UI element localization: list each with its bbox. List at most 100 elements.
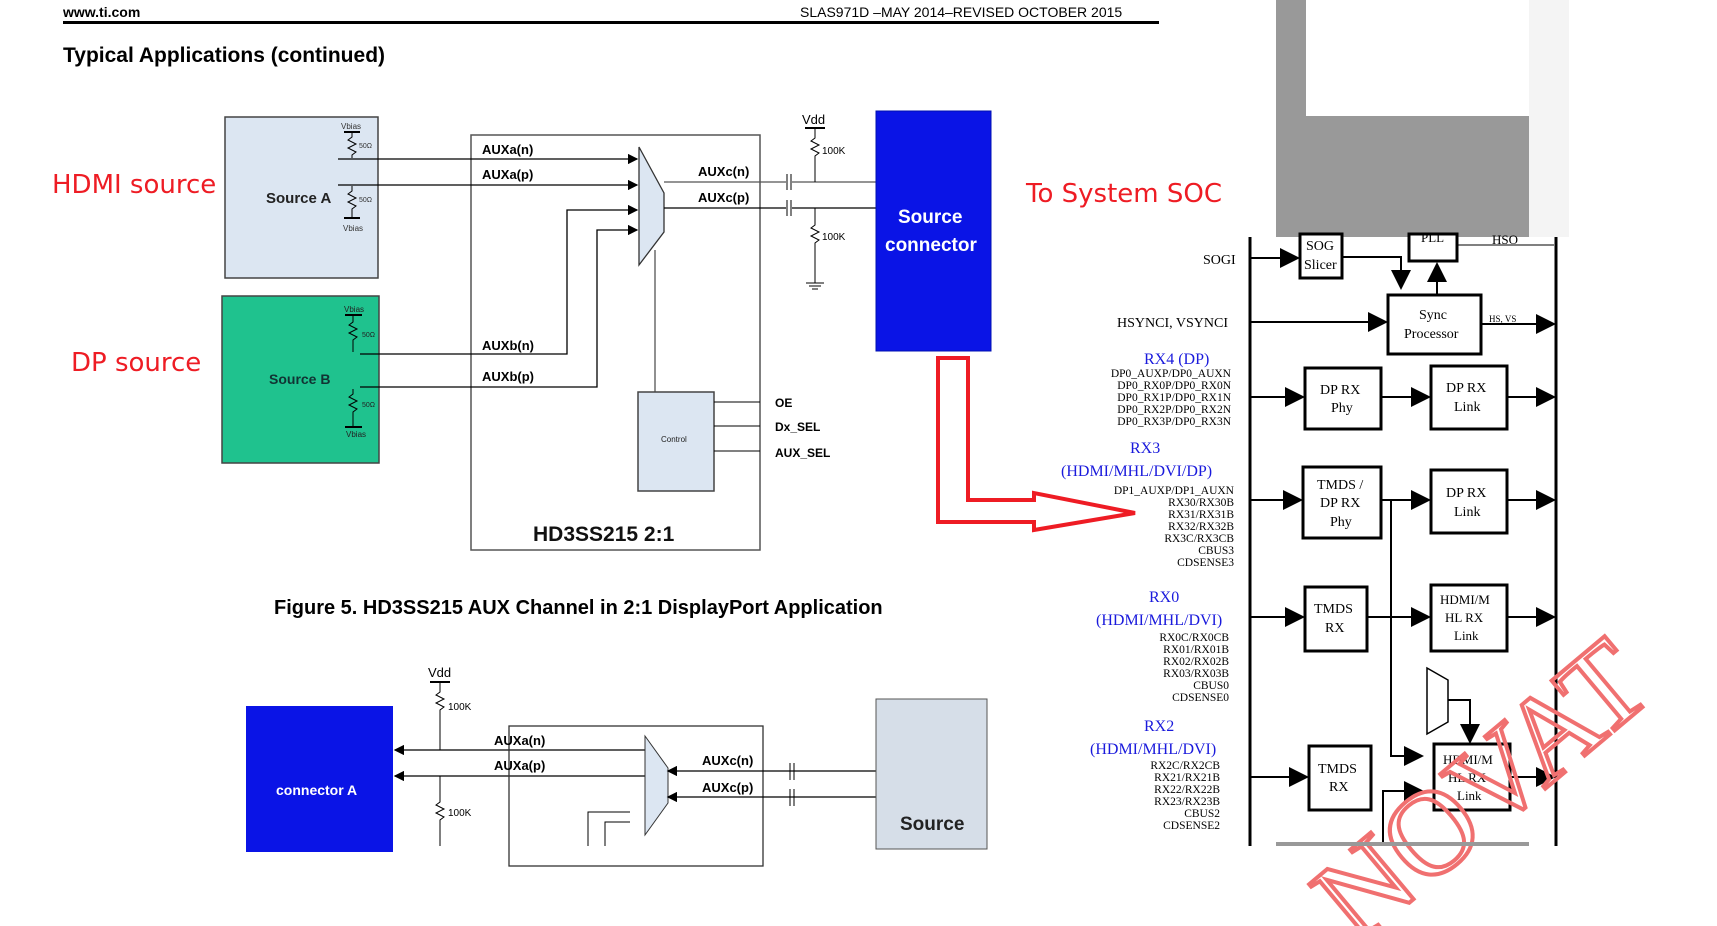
figure-caption: Figure 5. HD3SS215 AUX Channel in 2:1 Di… [274, 597, 883, 619]
svg-text:100K: 100K [822, 232, 846, 243]
svg-text:TMDS /: TMDS / [1317, 478, 1363, 493]
section-title: Typical Applications (continued) [63, 44, 386, 67]
source-b-bias: Vbias 50Ω 50Ω Vbias [344, 305, 375, 439]
svg-text:RX: RX [1325, 621, 1344, 636]
source-a-block [224, 116, 379, 279]
svg-text:100K: 100K [822, 146, 846, 157]
svg-text:PLL: PLL [1421, 230, 1444, 245]
right-edge-strip [1529, 0, 1569, 237]
svg-text:HS, VS: HS, VS [1489, 314, 1516, 324]
to-system-soc-annotation: To System SOC [1026, 179, 1222, 209]
rx2-pins: RX2C/RX2CB RX21/RX21B RX22/RX22B RX23/RX… [1150, 760, 1220, 832]
dp-rx-link-block-2 [1429, 468, 1509, 535]
svg-text:Phy: Phy [1330, 515, 1352, 530]
sogi-label: SOGI [1203, 253, 1236, 268]
pulldown-resistor: 100K [806, 208, 846, 290]
auxc-p-label: AUXc(p) [698, 190, 749, 205]
rx3-subtitle: (HDMI/MHL/DVI/DP) [1061, 463, 1212, 480]
svg-text:DP0_RX0P/DP0_RX0N: DP0_RX0P/DP0_RX0N [1117, 380, 1231, 392]
rx3-pins: DP1_AUXP/DP1_AUXN RX30/RX30B RX31/RX31B … [1114, 485, 1235, 569]
ac-capacitors [786, 174, 792, 216]
source-connector-block [875, 110, 992, 352]
rx0-pins: RX0C/RX0CB RX01/RX01B RX02/RX02B RX03/RX… [1159, 632, 1229, 704]
svg-text:Vbias: Vbias [344, 305, 364, 314]
auxb-n-label: AUXb(n) [482, 338, 534, 353]
svg-text:CDSENSE2: CDSENSE2 [1163, 820, 1220, 832]
pll-block [1407, 232, 1459, 263]
svg-text:AUXa(n): AUXa(n) [494, 733, 545, 748]
svg-text:SOG: SOG [1306, 239, 1334, 254]
oe-label: OE [775, 396, 792, 410]
tmds-rx-block-1 [1303, 585, 1369, 653]
site-url: www.ti.com [63, 4, 141, 20]
svg-text:Vbias: Vbias [343, 224, 363, 233]
svg-text:Phy: Phy [1331, 401, 1353, 416]
svg-text:HL RX: HL RX [1448, 770, 1487, 785]
mux [638, 146, 665, 267]
bottom-grey-bar [1276, 842, 1529, 846]
svg-text:HL RX: HL RX [1445, 610, 1484, 625]
source-b-block [221, 295, 380, 464]
source-block [875, 698, 988, 850]
svg-text:CDSENSE3: CDSENSE3 [1177, 557, 1234, 569]
svg-text:50Ω: 50Ω [362, 402, 375, 409]
hd3ss215-chip [470, 134, 761, 551]
svg-text:Link: Link [1454, 400, 1480, 415]
rx2-subtitle: (HDMI/MHL/DVI) [1090, 741, 1216, 758]
source-connector-line1: Source [898, 207, 962, 228]
svg-text:DP0_RX3P/DP0_RX3N: DP0_RX3P/DP0_RX3N [1117, 416, 1231, 428]
rx0-title: RX0 [1149, 589, 1179, 606]
svg-text:DP RX: DP RX [1320, 383, 1360, 398]
svg-text:Link: Link [1454, 505, 1480, 520]
auxa-p-label: AUXa(p) [482, 167, 533, 182]
svg-text:RX3C/RX3CB: RX3C/RX3CB [1164, 533, 1234, 545]
svg-text:DP RX: DP RX [1446, 486, 1486, 501]
sog-slicer-block [1298, 232, 1344, 280]
svg-text:CBUS2: CBUS2 [1184, 808, 1220, 820]
source-a-bias-bottom: 50Ω Vbias [343, 186, 372, 233]
svg-text:HDMI/M: HDMI/M [1443, 752, 1493, 767]
auxb-p-label: AUXb(p) [482, 369, 534, 384]
control-label: Control [661, 435, 687, 444]
dp-source-annotation: DP source [71, 348, 202, 378]
red-arrow-annotation [936, 356, 1136, 533]
auxa-n-label: AUXa(n) [482, 142, 533, 157]
svg-text:RX0C/RX0CB: RX0C/RX0CB [1159, 632, 1229, 644]
svg-text:DP RX: DP RX [1320, 496, 1360, 511]
pullup-resistor: Vdd 100K [802, 112, 846, 182]
svg-text:DP1_AUXP/DP1_AUXN: DP1_AUXP/DP1_AUXN [1114, 485, 1235, 497]
hdmi-mhl-rx-link-block-2 [1432, 742, 1512, 812]
svg-text:Vbias: Vbias [346, 430, 366, 439]
svg-text:AUXc(n): AUXc(n) [702, 753, 753, 768]
tmds-rx-block-2 [1307, 744, 1373, 812]
svg-text:RX01/RX01B: RX01/RX01B [1163, 644, 1229, 656]
svg-text:DP RX: DP RX [1446, 381, 1486, 396]
svg-text:RX2C/RX2CB: RX2C/RX2CB [1150, 760, 1220, 772]
svg-text:TMDS: TMDS [1318, 762, 1357, 777]
svg-text:TMDS: TMDS [1314, 602, 1353, 617]
source-b-label: Source B [269, 371, 330, 387]
rx4-pins: DP0_AUXP/DP0_AUXN DP0_RX0P/DP0_RX0N DP0_… [1111, 368, 1232, 428]
overlay-window-content [1306, 0, 1529, 116]
svg-text:50Ω: 50Ω [359, 197, 372, 204]
svg-text:50Ω: 50Ω [362, 332, 375, 339]
svg-text:CBUS0: CBUS0 [1193, 680, 1229, 692]
svg-text:Vdd: Vdd [802, 112, 825, 127]
rx4-title: RX4 (DP) [1144, 351, 1209, 368]
svg-text:Processor: Processor [1404, 327, 1459, 342]
tmds-dp-rx-phy-block [1301, 465, 1383, 540]
svg-text:RX31/RX31B: RX31/RX31B [1168, 509, 1234, 521]
svg-text:Slicer: Slicer [1304, 258, 1337, 273]
svg-text:Vdd: Vdd [428, 665, 451, 680]
svg-text:AUXc(p): AUXc(p) [702, 780, 753, 795]
source-connector-line2: connector [885, 235, 977, 256]
svg-text:RX22/RX22B: RX22/RX22B [1154, 784, 1220, 796]
svg-text:CBUS3: CBUS3 [1198, 545, 1234, 557]
source-a-bias-top: Vbias 50Ω [341, 122, 372, 158]
svg-text:RX03/RX03B: RX03/RX03B [1163, 668, 1229, 680]
auxc-n-label: AUXc(n) [698, 164, 749, 179]
svg-text:RX: RX [1329, 780, 1348, 795]
svg-text:RX32/RX32B: RX32/RX32B [1168, 521, 1234, 533]
